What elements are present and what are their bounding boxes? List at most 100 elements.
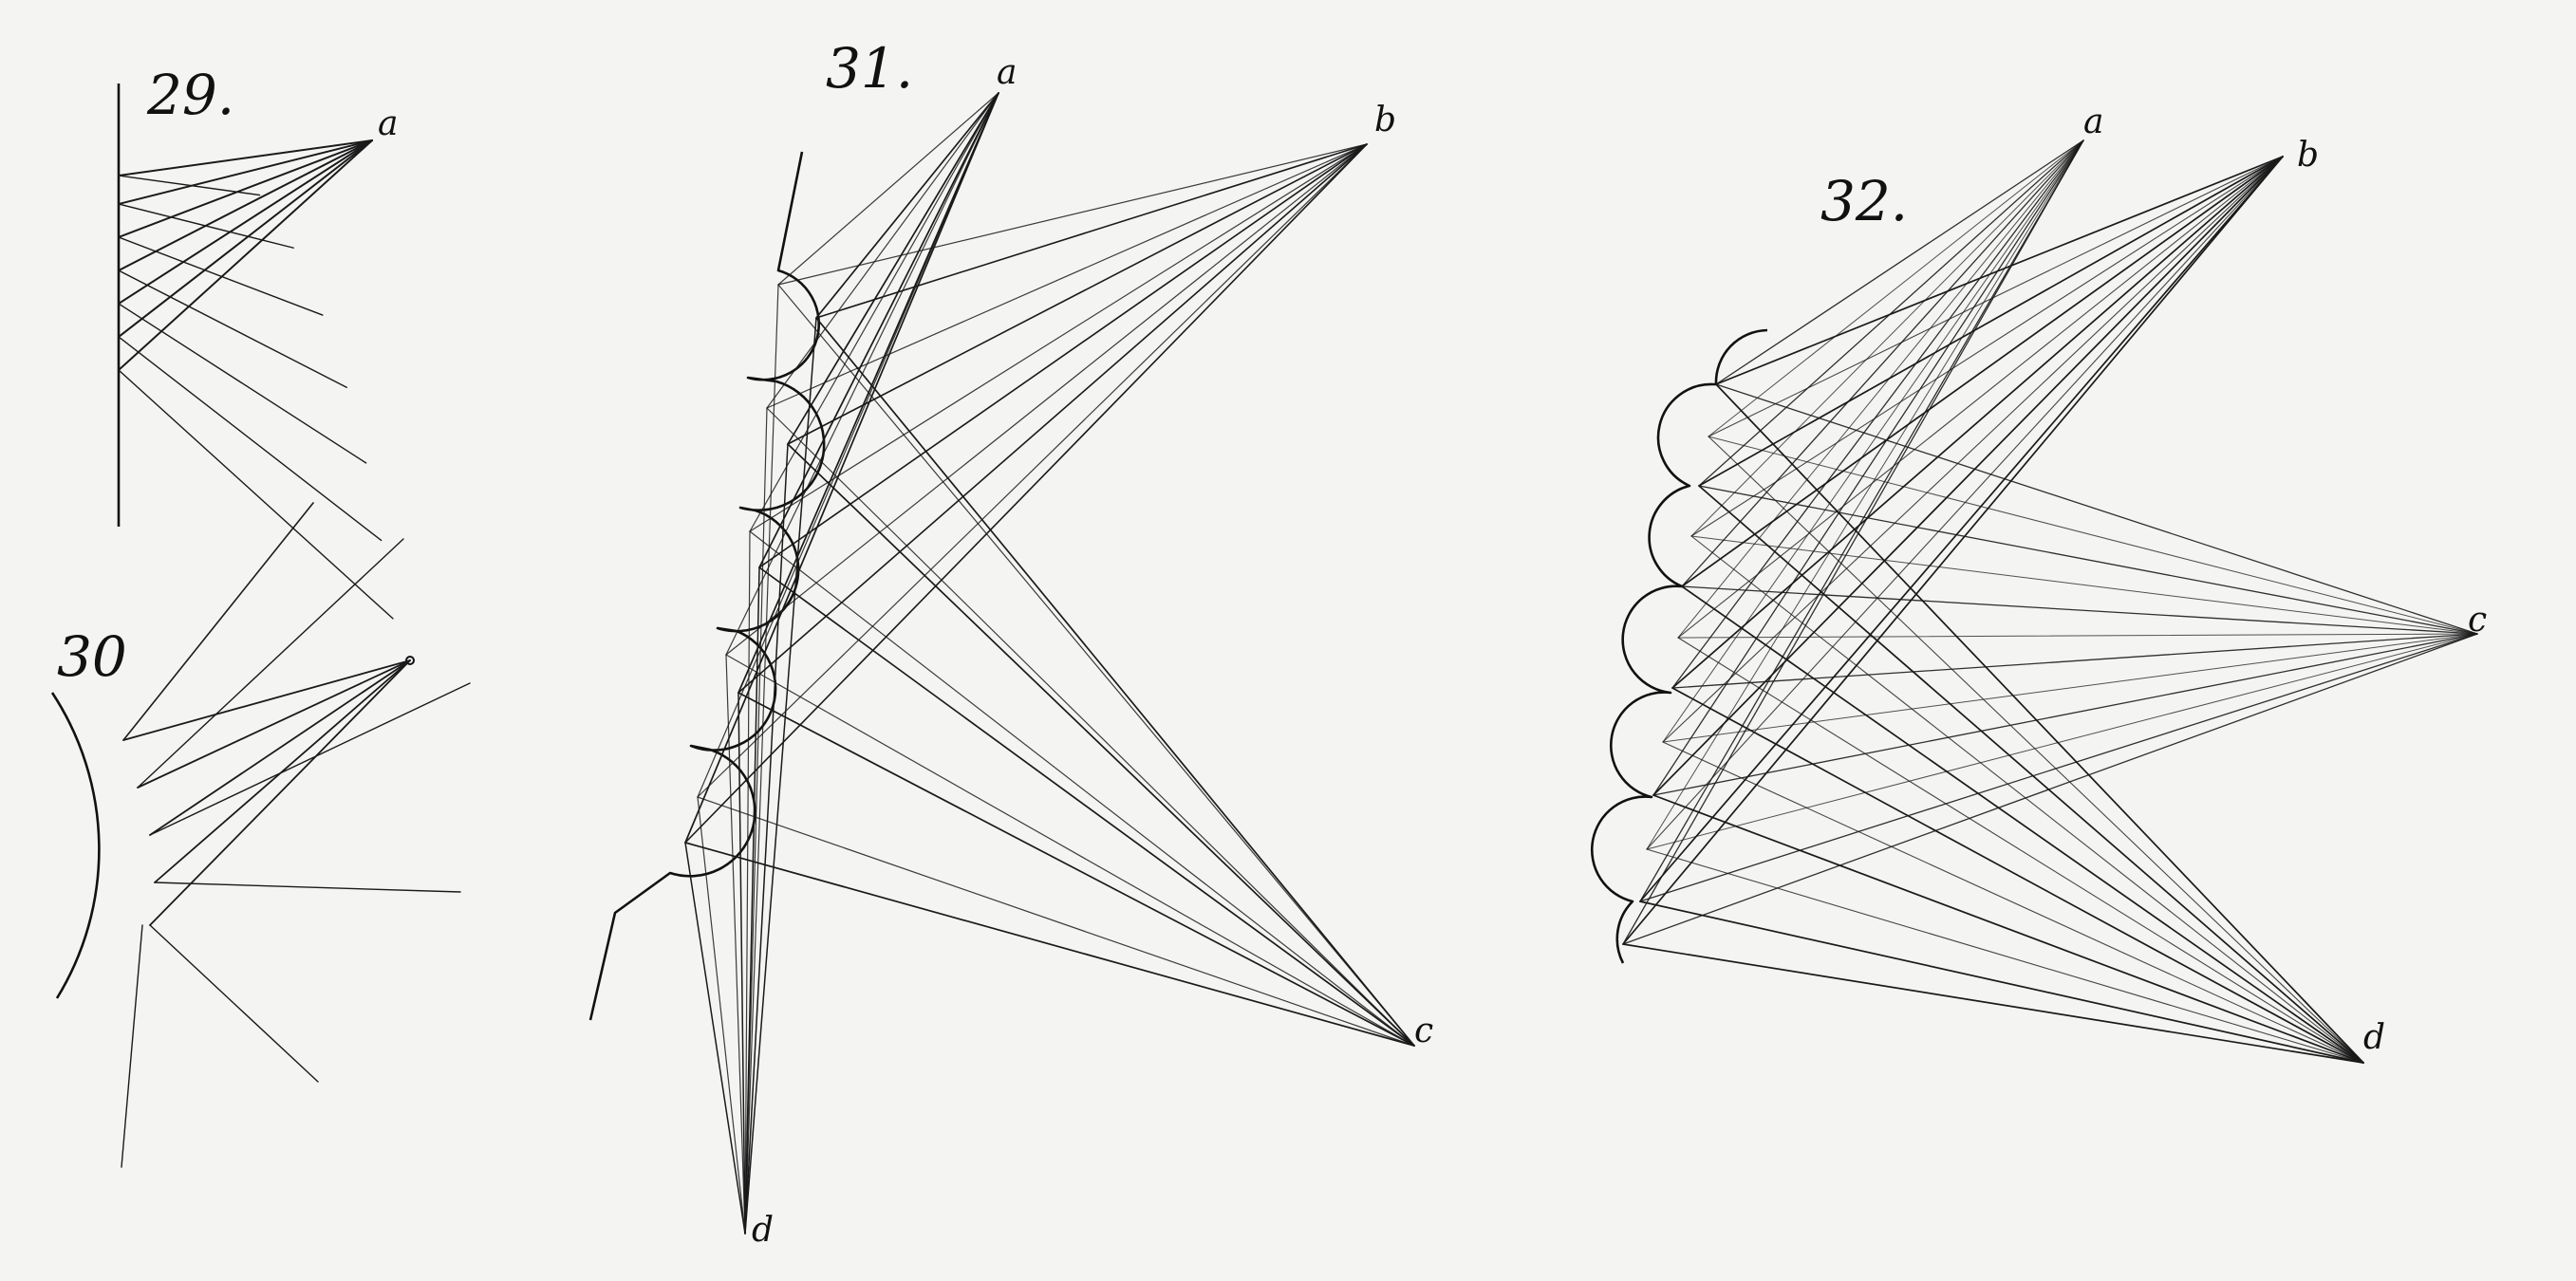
ray-line (1715, 383, 2364, 1064)
ray-line (1639, 139, 2084, 902)
ray-line (777, 92, 999, 286)
ray-line (1698, 485, 2364, 1064)
ray-line (149, 659, 411, 836)
figure-31-number: 31. (826, 36, 913, 101)
ray-line (697, 143, 1368, 798)
ray-line (1646, 156, 2284, 850)
ray-line (737, 692, 1415, 1047)
ray-line (118, 139, 373, 305)
ray-line (697, 796, 1415, 1047)
ray-line (1622, 633, 2478, 945)
ray-line (1622, 156, 2284, 945)
ray-line (749, 92, 999, 532)
ray-line (1690, 139, 2084, 537)
ray-line (118, 336, 383, 542)
figure-32-point-d-label: d (2363, 1018, 2385, 1057)
figure-32-rays (1622, 139, 2478, 1064)
ray-line (1662, 741, 2364, 1064)
ray-line (1662, 156, 2284, 743)
ray-line (1646, 848, 2364, 1064)
ray-line (118, 139, 373, 338)
figure-29-number: 29. (146, 63, 234, 127)
ray-line (1622, 139, 2084, 945)
ray-line (118, 139, 373, 205)
ray-line (737, 143, 1368, 694)
ray-line (758, 92, 999, 568)
ray-line (815, 317, 1415, 1047)
ray-line (815, 92, 999, 319)
ray-line (1652, 139, 2084, 796)
ray-line (1622, 943, 2364, 1064)
ray-line (137, 538, 404, 789)
ray-line (118, 269, 347, 388)
figure-29-rays (118, 139, 394, 620)
ray-line (815, 143, 1368, 319)
ray-line (118, 139, 373, 238)
ray-line (1698, 485, 2478, 635)
figure-31-point-a-label: a (997, 53, 1017, 92)
figure-30-rays (121, 502, 471, 1168)
ray-line (149, 924, 319, 1083)
figure-30-source-point (405, 656, 415, 665)
figure-31-rays (684, 92, 1415, 1235)
ray-line (1662, 139, 2084, 743)
ray-line (1662, 633, 2478, 743)
ray-line (1698, 139, 2084, 487)
figure-31-point-d-label: d (752, 1211, 774, 1250)
ray-line (697, 796, 746, 1235)
ray-line (758, 566, 1415, 1047)
figure-30-convex-mirror (50, 692, 101, 999)
ray-line (684, 143, 1368, 844)
ray-line (1715, 156, 2284, 385)
figure-32: 32. a b c d (1590, 102, 2487, 1064)
ray-line (1708, 139, 2084, 437)
ray-line (749, 530, 1415, 1047)
ray-line (118, 139, 373, 371)
ray-line (1715, 139, 2084, 385)
ray-line (725, 654, 1415, 1047)
ray-line (1681, 156, 2284, 587)
figure-32-scalloped-mirror (1590, 328, 1768, 964)
ray-line (1677, 156, 2284, 639)
ray-line (744, 317, 817, 1235)
ray-line (787, 143, 1368, 445)
figure-32-point-b-label: b (2297, 136, 2319, 175)
ray-line (684, 842, 1415, 1047)
ray-line (725, 143, 1368, 656)
figure-29: 29. a (117, 63, 398, 620)
figure-31-point-b-label: b (1374, 101, 1396, 139)
ray-line (154, 882, 461, 893)
ray-line (684, 842, 746, 1235)
ray-line (1671, 156, 2284, 689)
figure-31-scalloped-mirror (588, 151, 826, 1021)
ray-line (1639, 633, 2478, 902)
ray-line (122, 659, 411, 741)
figure-31: 31. a b c d (588, 36, 1433, 1250)
ray-line (1690, 535, 2478, 635)
ray-line (1677, 633, 2478, 639)
figure-32-point-a-label: a (2083, 102, 2103, 141)
ray-line (1690, 156, 2284, 537)
ray-line (118, 139, 373, 176)
ray-line (777, 143, 1368, 286)
figure-30: 30 (50, 502, 471, 1168)
ray-line (1646, 139, 2084, 850)
ray-line (737, 692, 746, 1235)
ray-line (118, 236, 324, 316)
ray-line (744, 284, 779, 1235)
ray-line (1690, 535, 2364, 1064)
ray-line (1639, 156, 2284, 902)
ray-line (1708, 436, 2364, 1064)
ray-line (121, 924, 143, 1168)
ray-line (1671, 633, 2478, 689)
ray-line (766, 92, 999, 409)
ray-line (1677, 637, 2364, 1064)
ray-line (1652, 794, 2364, 1064)
ray-line (744, 530, 751, 1235)
figure-32-point-c-label: c (2468, 601, 2487, 640)
ray-line (1639, 900, 2364, 1064)
ray-line (744, 407, 768, 1235)
ray-line (766, 407, 1415, 1047)
ray-line (1677, 139, 2084, 639)
figure-32-number: 32. (1820, 169, 1908, 233)
